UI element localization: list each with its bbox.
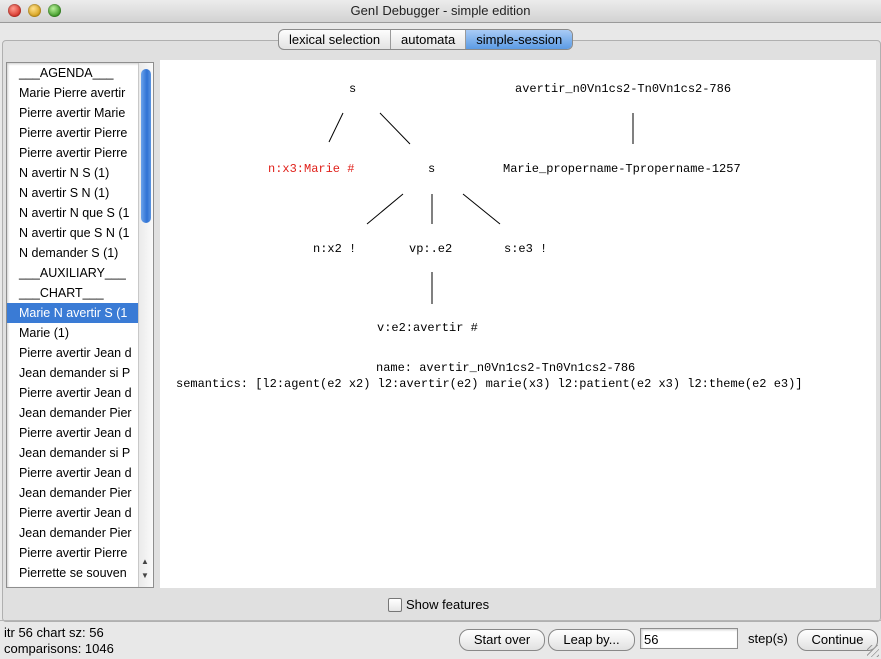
tree-node-verb: v:e2:avertir # [377,321,478,335]
list-item[interactable]: Marie (1) [19,326,70,340]
minimize-window-button[interactable] [28,4,41,17]
edge-root-left [328,112,344,143]
list-item[interactable]: N avertir S N (1) [19,186,110,200]
tree-semantics-line: semantics: [l2:agent(e2 x2) l2:avertir(e… [176,377,803,391]
list-item[interactable]: Pierre avertir Jean d [19,506,132,520]
start-over-button[interactable]: Start over [459,629,545,651]
list-item[interactable]: Pierre avertir Jean d [19,426,132,440]
list-item[interactable]: Pierre avertir Marie [19,106,126,120]
list-item[interactable]: Pierre avertir Jean d [19,386,132,400]
zoom-window-button[interactable] [48,4,61,17]
list-item[interactable]: ___CHART___ [19,286,104,300]
steps-label: step(s) [748,631,788,646]
edge-root-right [379,112,411,145]
show-features-toggle[interactable]: Show features [388,597,489,612]
tree-node-s: s [428,162,436,176]
list-item[interactable]: Pierre avertir Jean d [19,346,132,360]
list-item[interactable]: N avertir N S (1) [19,166,110,180]
continue-button[interactable]: Continue [797,629,878,651]
tree-node-vp: vp:.e2 [409,242,453,256]
list-item[interactable]: Pierre avertir Pierre [19,546,128,560]
tree-node-right-root: avertir_n0Vn1cs2-Tn0Vn1cs2-786 [515,82,732,96]
tree-node-s-e3: s:e3 ! [504,242,548,256]
tree-node-right-child: Marie_propername-Tpropername-1257 [503,162,741,176]
title-bar: GenI Debugger - simple edition [0,0,881,23]
tree-name-line: name: avertir_n0Vn1cs2-Tn0Vn1cs2-786 [376,361,636,375]
scroll-down-arrow-icon[interactable]: ▼ [141,571,149,580]
list-scrollbar[interactable]: ▲ ▼ [138,63,153,587]
list-item[interactable]: N demander S (1) [19,246,119,260]
list-item[interactable]: ___AUXILIARY___ [19,266,126,280]
close-window-button[interactable] [8,4,21,17]
tab-automata[interactable]: automata [391,30,467,49]
list-item[interactable]: Pierre avertir Jean d [19,466,132,480]
leap-steps-input[interactable]: 56 [640,628,738,649]
scroll-up-arrow-icon[interactable]: ▲ [141,557,149,566]
edge-s-left [366,193,404,225]
tree-node-n-x2: n:x2 ! [313,242,357,256]
leap-by-button[interactable]: Leap by... [548,629,635,651]
list-item[interactable]: Jean demander si P [19,446,131,460]
list-item[interactable]: Jean demander si P [19,366,131,380]
tab-lexical-selection[interactable]: lexical selection [279,30,392,49]
status-iteration: itr 56 chart sz: 56 [4,625,104,640]
tree-edges [328,112,634,304]
resize-grip-icon[interactable] [867,645,879,657]
list-item[interactable]: Pierre avertir Pierre [19,146,128,160]
window-title: GenI Debugger - simple edition [350,3,531,18]
list-item[interactable]: Jean demander Pier [19,406,132,420]
list-item[interactable]: Marie Pierre avertir [19,86,126,100]
list-item[interactable]: Marie N avertir S (1 [7,303,141,323]
list-item[interactable]: ___AGENDA___ [19,66,114,80]
list-item[interactable]: Pierrette se souven [19,566,127,580]
list-scrollbar-thumb[interactable] [141,69,151,223]
tab-simple-session[interactable]: simple-session [466,30,573,49]
show-features-label: Show features [406,597,490,612]
tree-svg [328,112,634,304]
derivation-tree-canvas: s n:x3:Marie # s n:x2 ! vp:.e2 s:e3 ! v:… [160,60,876,588]
list-item[interactable]: N avertir que S N (1 [19,226,130,240]
show-features-checkbox[interactable] [388,597,402,612]
tree-node-left-root: s [349,82,357,96]
bottom-separator [0,620,881,621]
tree-node-marie: n:x3:Marie # [268,162,355,176]
list-item[interactable]: Jean demander Pier [19,526,132,540]
list-item[interactable]: N avertir N que S (1 [19,206,130,220]
list-item[interactable]: Pierre avertir Pierre [19,126,128,140]
status-comparisons: comparisons: 1046 [4,641,114,656]
list-item[interactable]: Jean demander Pier [19,486,132,500]
edge-s-right [462,193,501,225]
